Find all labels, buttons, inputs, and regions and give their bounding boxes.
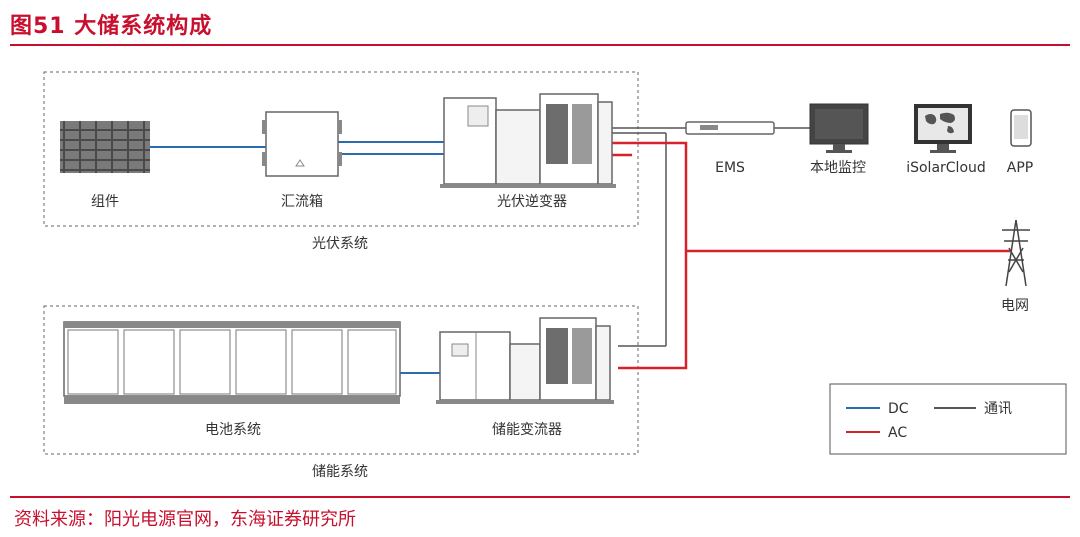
pv-inverter-icon	[440, 93, 616, 188]
pv-modules-label: 组件	[91, 194, 119, 210]
local-monitor-label: 本地监控	[810, 160, 866, 176]
combiner-box-label: 汇流箱	[281, 194, 323, 210]
ems-label: EMS	[715, 160, 745, 176]
grid-label: 电网	[1001, 298, 1029, 314]
local-monitor-icon	[809, 103, 869, 153]
combiner-box-icon	[262, 111, 342, 177]
dc-lines	[150, 141, 444, 374]
ems-icon	[685, 121, 775, 135]
legend: DC 通讯 AC	[829, 383, 1067, 455]
pv-system-title: 光伏系统	[312, 236, 368, 252]
comm-lines	[612, 127, 810, 347]
grid-tower-icon	[1002, 219, 1030, 287]
battery-container-icon	[63, 321, 401, 404]
cloud-label: iSolarCloud	[906, 160, 986, 176]
legend-comm-label: 通讯	[984, 401, 1012, 417]
storage-pcs-icon	[436, 317, 614, 404]
storage-pcs-label: 储能变流器	[492, 422, 562, 438]
battery-system-label: 电池系统	[205, 422, 261, 438]
footer-rule	[10, 496, 1070, 498]
storage-system-boundary	[43, 305, 639, 455]
storage-system-title: 储能系统	[312, 464, 368, 480]
pv-system-boundary	[43, 71, 639, 227]
ac-lines	[612, 141, 1010, 370]
app-phone-icon	[1010, 109, 1032, 147]
figure-title: 图51 大储系统构成	[10, 14, 213, 39]
cloud-monitor-icon	[914, 104, 972, 153]
pv-inverter-label: 光伏逆变器	[497, 194, 567, 210]
legend-ac-label: AC	[888, 425, 907, 441]
legend-dc-label: DC	[888, 401, 909, 417]
source-note: 资料来源：阳光电源官网，东海证券研究所	[14, 509, 356, 530]
pv-modules-icon	[60, 121, 150, 173]
app-label: APP	[1007, 160, 1033, 176]
header-rule	[10, 44, 1070, 46]
